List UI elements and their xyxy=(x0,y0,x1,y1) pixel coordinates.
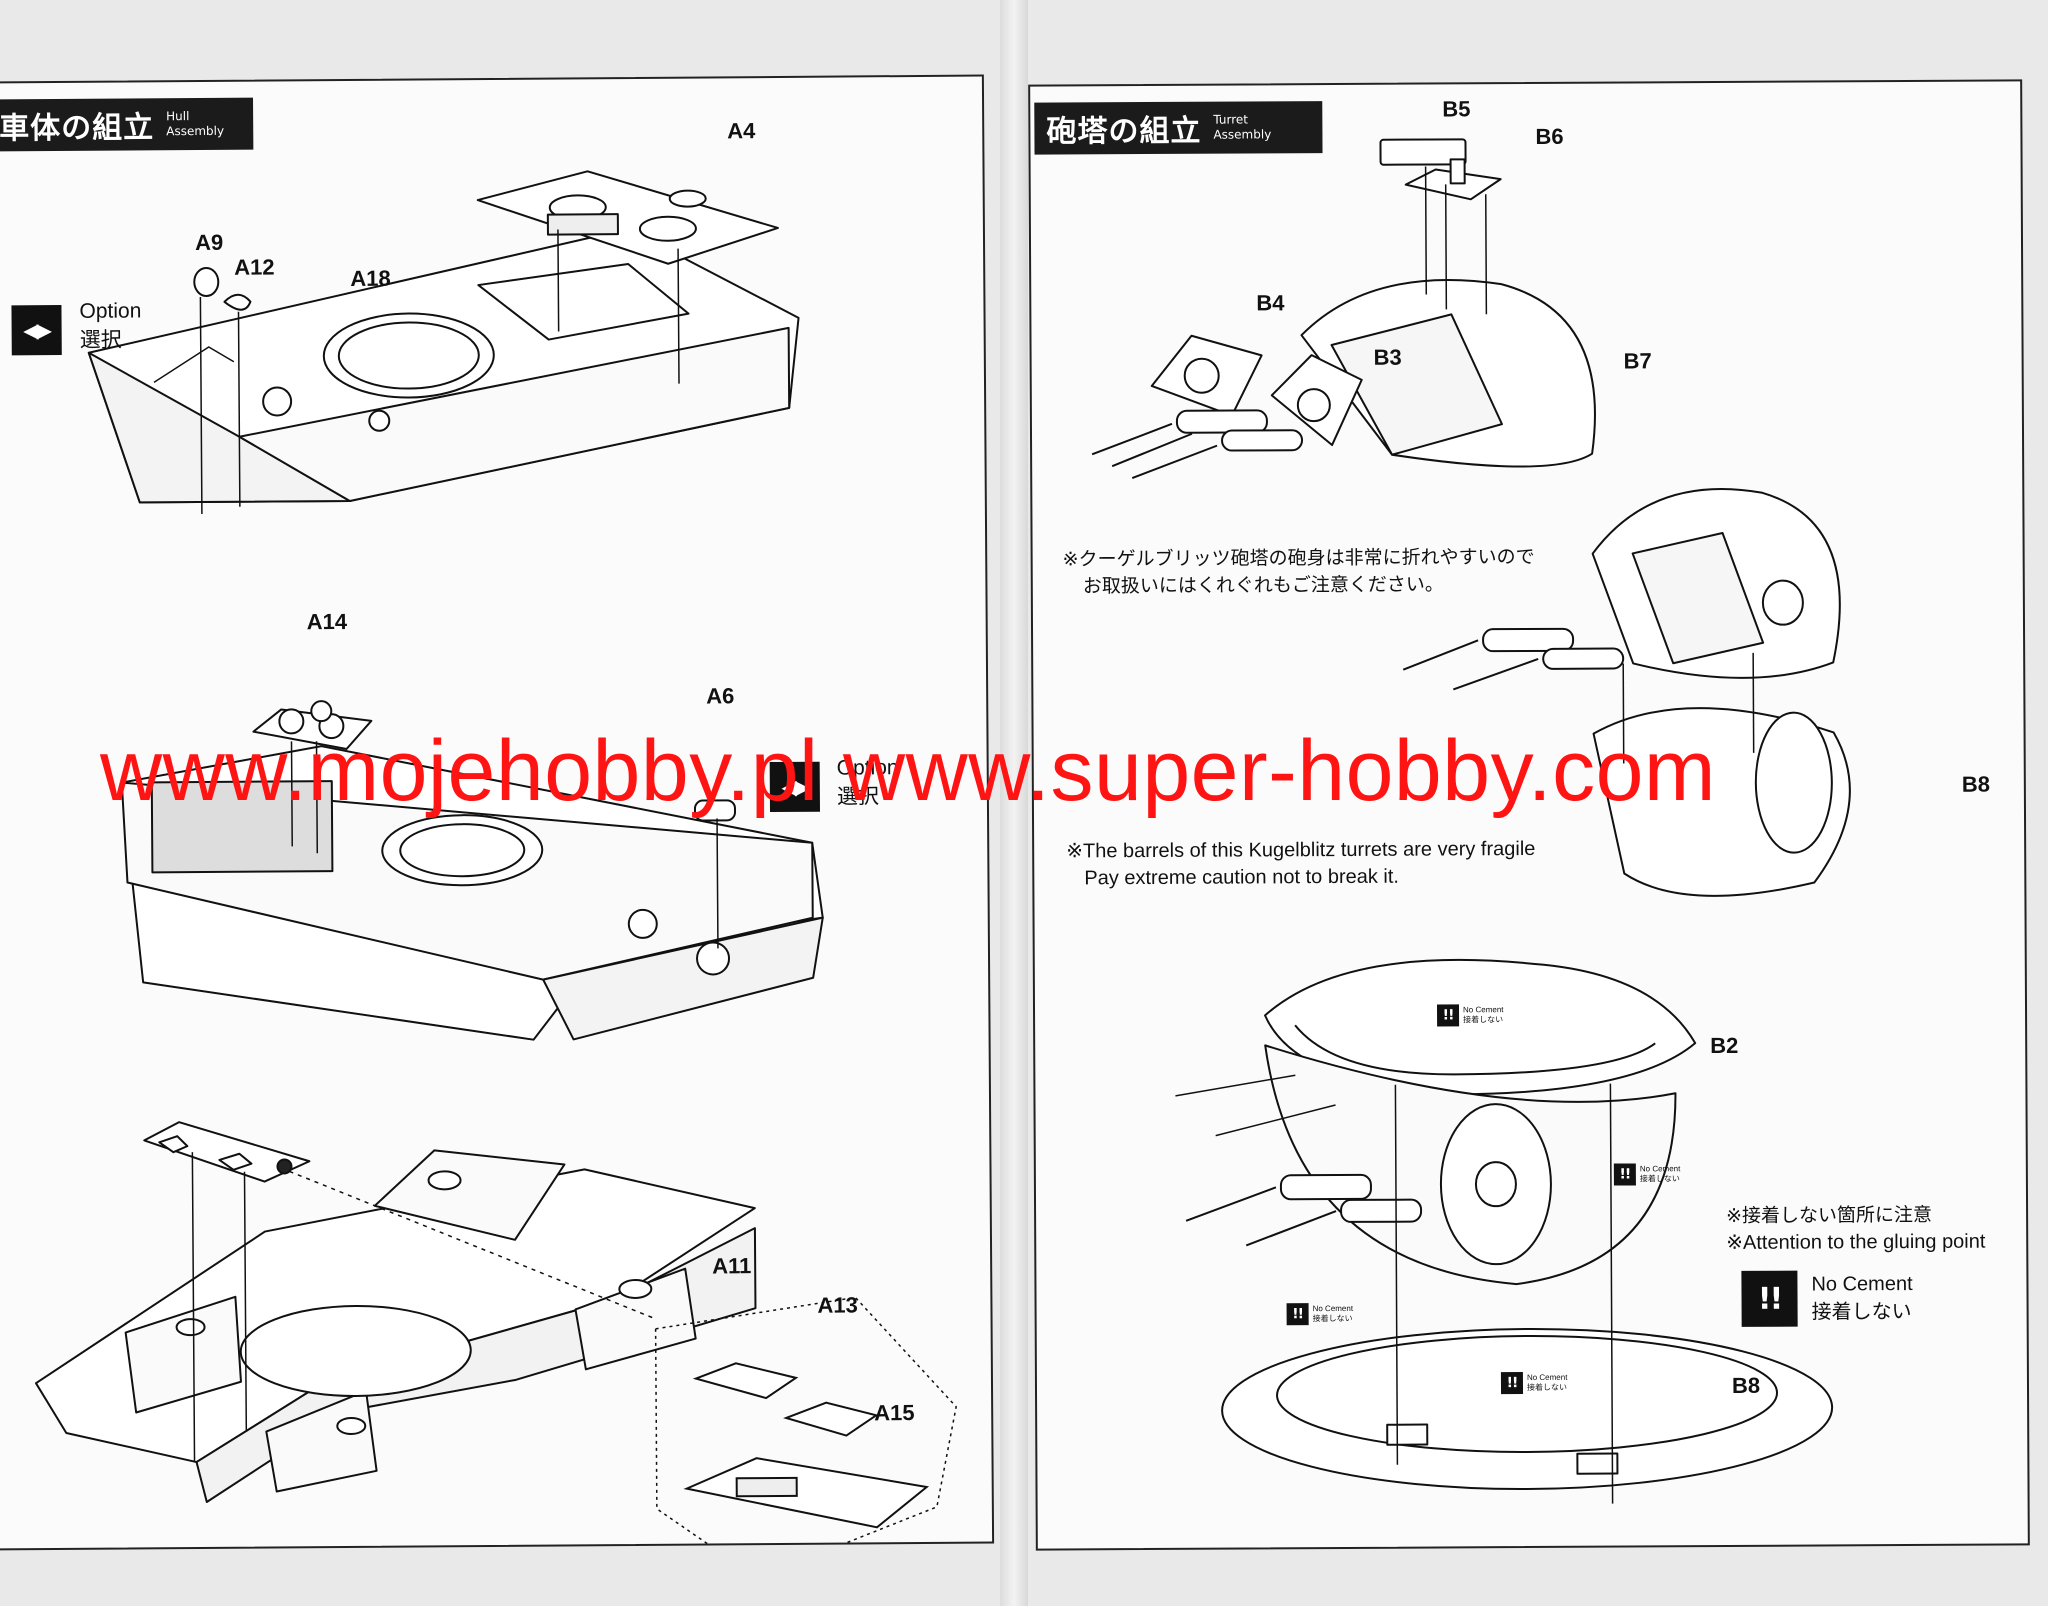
label-a18: A18 xyxy=(350,265,391,291)
label-b8: B8 xyxy=(1731,1372,1761,1398)
label-b7: B7 xyxy=(1623,348,1652,374)
attention-gluing-note: ※接着しない箇所に注意 ※Attention to the gluing poi… xyxy=(1726,1203,1986,1254)
turret-assembly-page: 砲塔の組立 Turret Assembly xyxy=(1028,79,2030,1551)
page-gutter xyxy=(1000,0,1028,1606)
option-arrows-icon: ◀▶ xyxy=(11,304,62,356)
label-b4: B4 xyxy=(1256,290,1285,316)
turret-1 xyxy=(1091,278,1596,480)
no-cement-legend: !! No Cement 接着しない xyxy=(1741,1270,1913,1327)
a14-part xyxy=(252,700,373,750)
label-a9: A9 xyxy=(194,229,224,256)
label-a6: A6 xyxy=(706,683,735,709)
hull-diagram xyxy=(34,170,957,1549)
turret-2 xyxy=(1402,487,1851,897)
label-a12: A12 xyxy=(234,254,275,280)
no-cement-icon: !! xyxy=(1436,1004,1460,1027)
turret-diagram xyxy=(1091,138,1851,1504)
label-a14: A14 xyxy=(306,608,348,635)
a4-plate xyxy=(476,170,779,265)
upper-hull-2 xyxy=(120,745,824,1041)
lower-hull xyxy=(34,1149,757,1503)
upper-hull-1 xyxy=(87,228,800,504)
label-b2: B2 xyxy=(1710,1032,1739,1059)
no-cement-icon: !! xyxy=(1286,1303,1309,1326)
fragile-note-jp: ※クーゲルブリッツ砲塔の砲身は非常に折れやすいので お取扱いにはくれぐれもご注意… xyxy=(1062,545,1535,598)
hull-assembly-page: 車体の組立 Hull Assembly xyxy=(0,74,995,1551)
label-a15: A15 xyxy=(874,1400,915,1426)
option-label: Option 選択 xyxy=(79,299,142,352)
no-cement-icon: !! xyxy=(1741,1270,1798,1327)
no-cement-icon: !! xyxy=(1500,1372,1524,1395)
label-a4: A4 xyxy=(727,118,756,144)
watermark-text: www.mojehobby.pl www.super-hobby.com xyxy=(100,723,1717,819)
label-a11: A11 xyxy=(712,1253,752,1279)
label-b5: B5 xyxy=(1442,96,1471,122)
turret-3 xyxy=(1185,958,1834,1491)
label-a13: A13 xyxy=(817,1292,858,1318)
no-cement-icon: !! xyxy=(1613,1163,1636,1186)
label-b6: B6 xyxy=(1535,123,1564,149)
fragile-note-en: ※The barrels of this Kugelblitz turrets … xyxy=(1066,837,1536,890)
label-b3: B3 xyxy=(1373,344,1402,370)
